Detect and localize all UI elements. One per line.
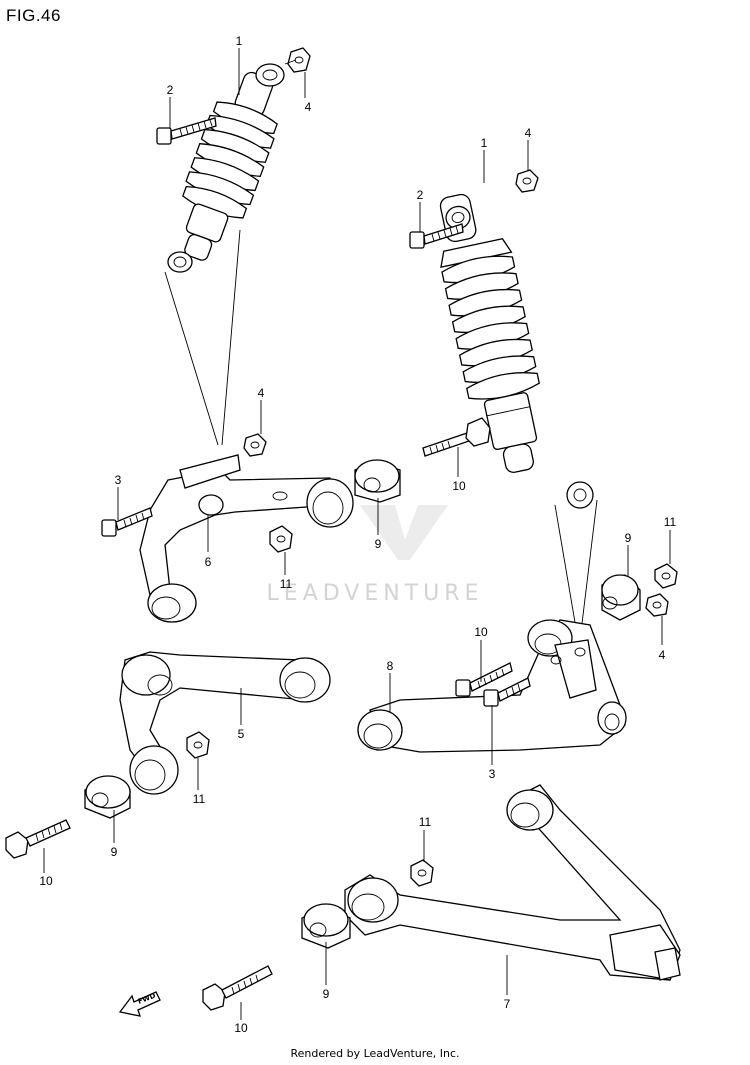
callout-numbers: 1 2 4 1 2 4 4 3 6 11 9 10 9 11 4 10 8 3 … bbox=[39, 34, 676, 1035]
callout-11-right: 11 bbox=[664, 515, 677, 529]
nut-4-mid-left[interactable] bbox=[243, 433, 267, 457]
bolt-2-right[interactable] bbox=[409, 223, 464, 249]
callout-3-right: 3 bbox=[489, 767, 496, 781]
callout-3-left: 3 bbox=[115, 473, 122, 487]
bolt-10-mid[interactable] bbox=[422, 417, 491, 457]
arm-5[interactable] bbox=[119, 651, 331, 795]
callout-2-right: 2 bbox=[417, 188, 424, 202]
bolt-2-left[interactable] bbox=[156, 117, 217, 145]
page-title: FIG.46 bbox=[6, 6, 61, 25]
callout-1-top-left: 1 bbox=[236, 34, 243, 48]
callout-9-right: 9 bbox=[625, 531, 632, 545]
callout-7: 7 bbox=[504, 997, 511, 1011]
callout-4-top-left: 4 bbox=[305, 100, 312, 114]
bolt-10-right[interactable] bbox=[455, 662, 513, 697]
bushing-9-bottom[interactable] bbox=[301, 903, 351, 949]
nut-11-right[interactable] bbox=[654, 563, 678, 589]
callout-1-right: 1 bbox=[481, 136, 488, 150]
callout-11-left: 11 bbox=[193, 792, 206, 806]
bushing-9-mid[interactable] bbox=[354, 459, 401, 503]
callout-10-bottom: 10 bbox=[234, 1021, 248, 1035]
callout-10-left: 10 bbox=[39, 874, 53, 888]
leader-lines bbox=[43, 48, 671, 1020]
callout-4-right-bottom: 4 bbox=[659, 648, 666, 662]
callout-10-mid: 10 bbox=[452, 479, 466, 493]
callout-5: 5 bbox=[238, 727, 245, 741]
callout-8: 8 bbox=[387, 659, 394, 673]
callout-10-right: 10 bbox=[474, 625, 488, 639]
bolt-3-left[interactable] bbox=[101, 507, 153, 537]
bushing-9-right[interactable] bbox=[601, 574, 641, 621]
nut-4-right-bottom[interactable] bbox=[645, 593, 669, 617]
upper-arm-6[interactable] bbox=[139, 454, 354, 623]
callout-11-bottom: 11 bbox=[419, 815, 432, 829]
nut-11-left[interactable] bbox=[186, 731, 210, 759]
shock-absorber-left[interactable] bbox=[162, 64, 292, 270]
callout-9-left: 9 bbox=[111, 845, 118, 859]
nut-4-top-left[interactable] bbox=[287, 47, 311, 73]
callout-9-bottom: 9 bbox=[323, 987, 330, 1001]
callout-2-top-left: 2 bbox=[167, 83, 174, 97]
bolt-3-right[interactable] bbox=[483, 677, 531, 707]
bushing-9-left[interactable] bbox=[84, 775, 131, 819]
callout-6: 6 bbox=[205, 555, 212, 569]
nut-4-right-top[interactable] bbox=[515, 169, 539, 193]
bolt-10-left[interactable] bbox=[5, 819, 71, 859]
callout-4-mid-left: 4 bbox=[258, 386, 265, 400]
callout-9-mid: 9 bbox=[375, 537, 382, 551]
shock-absorber-right[interactable] bbox=[427, 187, 556, 479]
callout-11-mid: 11 bbox=[280, 577, 293, 591]
callout-4-right-top: 4 bbox=[525, 126, 532, 140]
nut-11-bottom[interactable] bbox=[410, 859, 434, 887]
lower-arm-8[interactable] bbox=[357, 619, 627, 753]
nut-11-mid[interactable] bbox=[269, 525, 293, 553]
footer-credit: Rendered by LeadVenture, Inc. bbox=[290, 1047, 460, 1060]
lower-arm-7[interactable] bbox=[344, 784, 681, 981]
watermark-text: LEADVENTURE bbox=[267, 581, 484, 606]
watermark: LEADVENTURE bbox=[267, 505, 484, 606]
fwd-arrow: FWD bbox=[118, 991, 161, 1017]
bolt-10-bottom[interactable] bbox=[202, 965, 273, 1011]
